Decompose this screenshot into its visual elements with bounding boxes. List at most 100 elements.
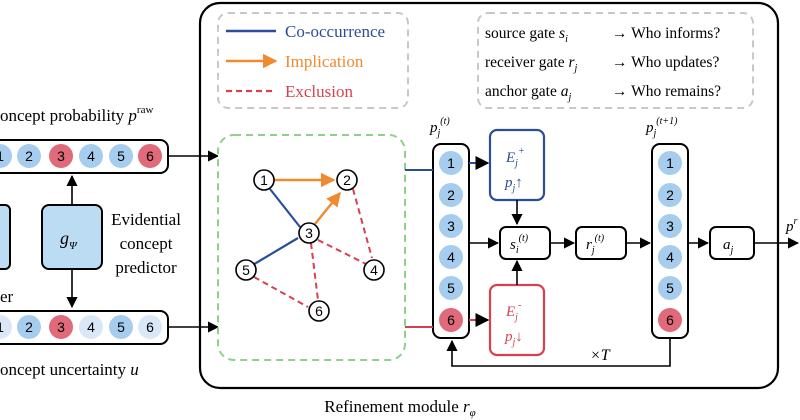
feedback-loop-arrow [446, 338, 671, 367]
boost-top: Ej+ [505, 146, 525, 169]
output-label: pr [785, 216, 798, 235]
prob-node-3: 3 [49, 144, 73, 168]
column-t1-node-1: 1 [658, 151, 682, 175]
column-t-node-6-label: 6 [447, 312, 455, 328]
graph-edges [250, 172, 373, 308]
unc-node-6: 6 [138, 315, 162, 339]
predictor-line-3: predictor [115, 258, 177, 277]
unc-node-6-label: 6 [146, 319, 154, 335]
unc-node-5-circle [109, 315, 133, 339]
refinement-module-frame [198, 1, 780, 390]
a-box-label: aj [723, 237, 734, 256]
predictor-line-2: concept [120, 234, 173, 253]
prob-node-2: 2 [17, 144, 41, 168]
column-t-node-6-circle [439, 308, 463, 332]
graph-node-6: 6 [308, 300, 330, 322]
predictor-box [41, 204, 103, 270]
gate-receiver-question: → Who updates? [612, 54, 719, 71]
unc-node-4-circle [79, 315, 103, 339]
column-t1-label: pj(t+1) [645, 116, 678, 139]
column-t-node-6: 6 [439, 308, 463, 332]
prob-node-2-label: 2 [25, 148, 33, 164]
prob-node-6-circle [138, 144, 162, 168]
suppress-bottom: pj↓ [504, 329, 523, 348]
graph-node-4-label: 4 [370, 262, 378, 278]
graph-node-6-circle [308, 300, 330, 322]
graph-node-3-label: 3 [305, 225, 313, 241]
column-t-node-5-label: 5 [447, 280, 455, 296]
column-t-node-4-label: 4 [447, 249, 455, 265]
prob-node-6-label: 6 [146, 148, 154, 164]
predictor-line-1: Evidential [111, 210, 181, 229]
graph-node-4: 4 [363, 259, 385, 281]
legend-cooccurrence-label: Co-occurrence [285, 22, 385, 41]
column-t-node-2: 2 [439, 183, 463, 207]
graph-node-3: 3 [298, 222, 320, 244]
graph-node-5: 5 [235, 259, 257, 281]
column-t-node-3-circle [439, 214, 463, 238]
prob-node-6: 6 [138, 144, 162, 168]
column-t-node-5: 5 [439, 276, 463, 300]
prob-node-4-circle [79, 144, 103, 168]
column-t1-node-5: 5 [658, 276, 682, 300]
column-t1-node-5-circle [658, 276, 682, 300]
prob-node-1-circle [0, 144, 12, 168]
column-t-label: pj(t) [429, 116, 450, 139]
unc-node-5-label: 5 [117, 319, 125, 335]
column-t1-node-4: 4 [658, 245, 682, 269]
unc-node-6-circle [138, 315, 162, 339]
s-box-label: si(t) [510, 233, 529, 256]
column-t1-node-4-circle [658, 245, 682, 269]
column-t-node-1-circle [439, 151, 463, 175]
column-t1-node-1-circle [658, 151, 682, 175]
column-t-node-2-label: 2 [447, 187, 455, 203]
column-t1-node-5-label: 5 [666, 280, 674, 296]
column-t-node-2-circle [439, 183, 463, 207]
prob-node-5-circle [109, 144, 133, 168]
unc-label: oncept uncertainty u [0, 360, 139, 379]
edge-exclusion-3-4 [317, 239, 367, 265]
column-t-node-3: 3 [439, 214, 463, 238]
column-t1-node-3-circle [658, 214, 682, 238]
column-t1-node-3-label: 3 [666, 218, 674, 234]
graph-node-5-circle [235, 259, 257, 281]
column-t1-node-6-circle [658, 308, 682, 332]
unc-node-1-circle [0, 315, 12, 339]
loop-label: ×T [590, 347, 611, 364]
legend-exclusion-label: Exclusion [285, 82, 353, 101]
column-t-nodes: 1 2 3 4 5 6 [439, 151, 463, 332]
column-t1-node-2-label: 2 [666, 187, 674, 203]
module-caption: Refinement module rφ [324, 397, 476, 419]
column-t-node-1-label: 1 [447, 155, 455, 171]
graph-node-1-circle [253, 169, 275, 191]
left-cut-box [0, 204, 11, 270]
prob-label: oncept probability praw [0, 104, 153, 125]
unc-node-5: 5 [109, 315, 133, 339]
gate-anchor: anchor gate aj [485, 83, 572, 103]
unc-node-1-label: 1 [0, 319, 4, 335]
graph-node-1-label: 1 [260, 172, 268, 188]
unc-node-3-label: 3 [57, 319, 65, 335]
boost-bottom: pj↑ [504, 175, 523, 194]
graph-node-6-label: 6 [315, 303, 323, 319]
prob-node-3-circle [49, 144, 73, 168]
edge-cooccurrence-5-3 [250, 237, 299, 267]
prob-node-2-circle [17, 144, 41, 168]
gates-box [477, 12, 754, 109]
column-t1-node-2-circle [658, 183, 682, 207]
column-t1-node-2: 2 [658, 183, 682, 207]
unc-node-2: 2 [17, 315, 41, 339]
gate-receiver: receiver gate rj [485, 54, 578, 74]
prob-node-1: 1 [0, 144, 12, 168]
column-t1-node-4-label: 4 [666, 249, 674, 265]
column-t-node-5-circle [439, 276, 463, 300]
unc-node-2-label: 2 [25, 319, 33, 335]
graph-node-2-circle [336, 169, 358, 191]
graph-node-1: 1 [253, 169, 275, 191]
unc-node-2-circle [17, 315, 41, 339]
graph-node-3-circle [298, 222, 320, 244]
